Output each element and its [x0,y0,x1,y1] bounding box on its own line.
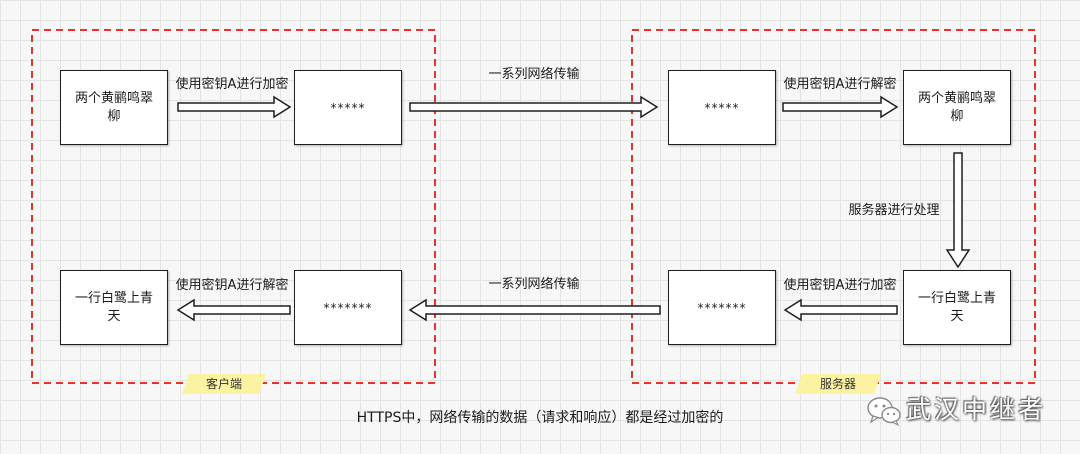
node-client-response-plain: 一行白鹭上青天 [60,270,168,345]
edge-label-client-decrypt: 使用密钥A进行解密 [175,278,289,293]
node-client-response-cipher: ******* [294,270,402,345]
node-text: 一行白鹭上青天 [74,290,153,324]
node-text: ***** [330,100,366,115]
client-region-tag: 客户端 [182,374,266,394]
arrow-server-process [945,152,971,269]
edge-label-server-process: 服务器进行处理 [848,203,940,218]
node-server-response-plain: 一行白鹭上青天 [903,270,1011,345]
node-text: ******* [697,300,747,315]
edge-label-server-decrypt: 使用密钥A进行解密 [783,77,897,92]
arrow-request-network [409,95,659,119]
edge-label-client-encrypt: 使用密钥A进行加密 [175,77,289,92]
diagram-caption: HTTPS中，网络传输的数据（请求和响应）都是经过加密的 [356,410,724,426]
arrow-client-encrypt [177,95,292,119]
node-text: ***** [704,100,740,115]
wechat-icon [867,397,901,426]
node-text: 一行白鹭上青天 [917,290,996,324]
arrow-server-encrypt [783,298,898,322]
edge-label-request-network: 一系列网络传输 [488,67,580,82]
node-server-response-cipher: ******* [668,270,776,345]
node-server-request-cipher: ***** [668,70,776,145]
node-text: 两个黄鹂鸣翠柳 [917,90,996,124]
node-text: 两个黄鹂鸣翠柳 [74,90,153,124]
arrow-response-network [408,298,661,322]
server-region-tag: 服务器 [795,374,881,394]
client-region-border [31,29,436,384]
node-client-request-cipher: ***** [294,70,402,145]
server-region-border [631,29,1036,384]
node-text: ******* [323,300,373,315]
edge-label-server-encrypt: 使用密钥A进行加密 [783,278,897,293]
arrow-server-decrypt [782,95,899,119]
edge-label-response-network: 一系列网络传输 [488,277,580,292]
node-client-request-plain: 两个黄鹂鸣翠柳 [60,70,168,145]
node-server-request-plain: 两个黄鹂鸣翠柳 [903,70,1011,145]
watermark-text: 武汉中继者 [906,395,1047,424]
arrow-client-decrypt [176,298,291,322]
